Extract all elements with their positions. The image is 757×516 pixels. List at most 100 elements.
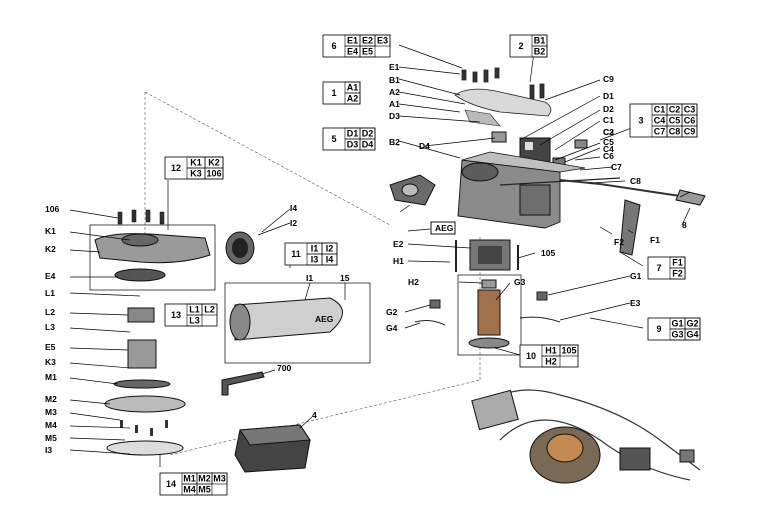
sanding-pad-part xyxy=(104,395,186,456)
group-cell-k1: K1 xyxy=(190,158,202,168)
k-housing-part xyxy=(94,233,211,282)
group-cell-k3: K3 xyxy=(190,169,202,179)
part-label-e5: E5 xyxy=(45,342,56,352)
group-cell-c7: C7 xyxy=(654,127,666,137)
group-cell-g2: G2 xyxy=(686,319,698,329)
part-label-c6: C6 xyxy=(603,151,614,161)
group-cell-frame xyxy=(196,483,213,496)
group-cell-g4: G4 xyxy=(686,330,698,340)
group-cell-frame xyxy=(559,344,579,357)
group-cell-frame xyxy=(669,267,686,280)
group-number: 6 xyxy=(331,41,336,51)
part-label-d1: D1 xyxy=(603,91,614,101)
brush-holder-part xyxy=(389,174,436,206)
group-cell-e2: E2 xyxy=(362,36,373,46)
group-cell-g3: G3 xyxy=(671,330,683,340)
group-cell-a2: A2 xyxy=(347,94,359,104)
group-cell-frame xyxy=(681,125,698,138)
group-cell-frame xyxy=(211,472,228,485)
group-cell-frame xyxy=(344,92,361,105)
part-label-d3: D3 xyxy=(389,111,400,121)
part-label-b1: B1 xyxy=(389,75,400,85)
group-cell-e4: E4 xyxy=(347,47,358,57)
group-number: 1 xyxy=(331,88,336,98)
part-label-c9: C9 xyxy=(603,74,614,84)
group-cell-g1: G1 xyxy=(671,319,683,329)
group-cell-b2: B2 xyxy=(534,47,546,57)
part-label-m3: M3 xyxy=(45,407,57,417)
group-cell-d3: D3 xyxy=(347,140,359,150)
group-cell-e5: E5 xyxy=(362,47,373,57)
bearing-stack-part xyxy=(113,307,171,389)
motor-housing-part xyxy=(457,151,621,229)
group-cell-m3: M3 xyxy=(213,474,226,484)
part-label-e4: E4 xyxy=(45,271,56,281)
aeg-plate-text: AEG xyxy=(435,223,454,233)
part-label-i2: I2 xyxy=(290,218,297,228)
group-cell-c2: C2 xyxy=(669,105,681,115)
part-label-i1: I1 xyxy=(306,273,313,283)
group-number: 11 xyxy=(291,249,301,259)
group-number: 14 xyxy=(166,479,176,489)
group-cell-b1: B1 xyxy=(534,36,546,46)
group-cell-frame xyxy=(359,45,376,58)
group-number: 9 xyxy=(656,324,661,334)
group-cell-k2: K2 xyxy=(208,158,220,168)
part-label-h1: H1 xyxy=(393,256,404,266)
group-cell-m2: M2 xyxy=(198,474,211,484)
part-label-c2: C2 xyxy=(603,127,614,137)
part-label-i3: I3 xyxy=(45,445,52,455)
part-label-4: 4 xyxy=(312,410,317,420)
part-label-105: 105 xyxy=(541,248,555,258)
part-label-m5: M5 xyxy=(45,433,57,443)
aeg-label-plate: AEG xyxy=(430,221,456,235)
part-label-g1: G1 xyxy=(630,271,642,281)
group-cell-c1: C1 xyxy=(654,105,666,115)
group-cell-d4: D4 xyxy=(362,140,374,150)
group-cell-c3: C3 xyxy=(684,105,696,115)
stator-part xyxy=(455,239,519,272)
group-cell-d1: D1 xyxy=(347,129,359,139)
group-cell-frame xyxy=(204,167,224,180)
power-cable-part xyxy=(559,179,706,256)
group-cell-l3: L3 xyxy=(189,316,200,326)
part-label-e1: E1 xyxy=(389,62,400,72)
part-label-c1: C1 xyxy=(603,115,614,125)
group-number: 2 xyxy=(518,41,523,51)
group-number: 7 xyxy=(656,263,661,273)
group-cell-frame xyxy=(359,138,376,151)
part-label-e3: E3 xyxy=(630,298,641,308)
part-label-c4: C4 xyxy=(603,144,614,154)
group-cell-i2: I2 xyxy=(326,244,334,254)
dust-port-ring-part xyxy=(225,231,255,265)
group-cell-frame xyxy=(321,253,338,266)
group-cell-frame xyxy=(374,34,391,47)
part-label-i4: I4 xyxy=(290,203,297,213)
assembled-wiring-view xyxy=(471,389,701,484)
group-cell-f1: F1 xyxy=(672,258,683,268)
part-label-m2: M2 xyxy=(45,394,57,404)
part-label-700: 700 xyxy=(277,363,291,373)
part-label-c3: C3 xyxy=(603,127,614,137)
part-label-l2: L2 xyxy=(45,307,55,317)
part-label-g2: G2 xyxy=(386,307,398,317)
part-label-15: 15 xyxy=(340,273,350,283)
part-label-c5: C5 xyxy=(603,137,614,147)
group-cell-l2: L2 xyxy=(204,305,215,315)
subassembly-frames xyxy=(89,224,522,364)
group-number: 3 xyxy=(638,116,643,126)
part-label-106: 106 xyxy=(45,204,59,214)
group-cell-c8: C8 xyxy=(669,127,681,137)
group-cell-i4: I4 xyxy=(326,255,334,265)
part-label-f1: F1 xyxy=(650,235,660,245)
